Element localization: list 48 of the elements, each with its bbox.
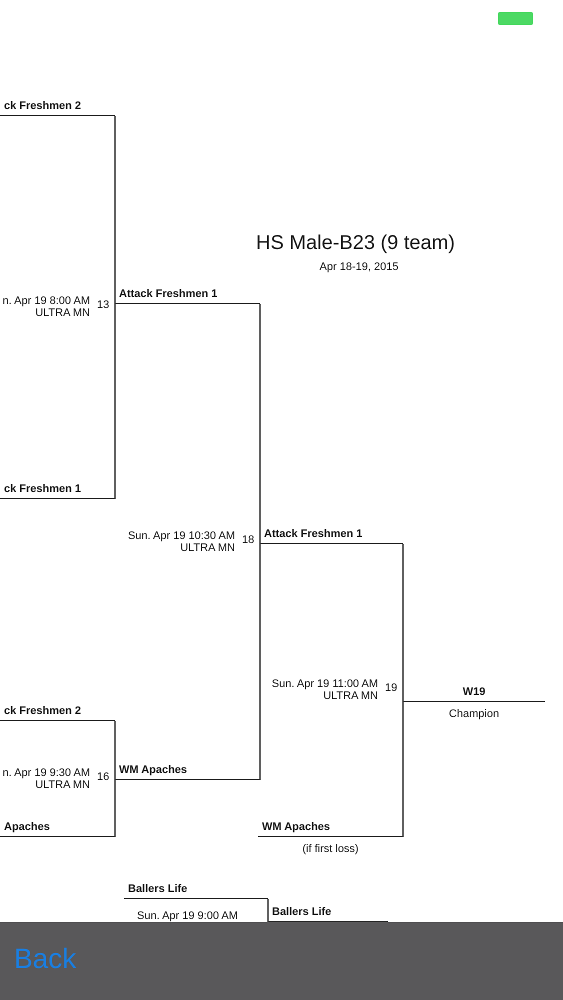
game-time: Sun. Apr 19 11:00 AM	[272, 678, 378, 690]
bracket-slot	[0, 100, 115, 116]
team-name: ck Freshmen 2	[4, 100, 82, 112]
game-number: 19	[385, 682, 398, 694]
slot-note: (if first loss)	[301, 843, 360, 855]
bracket-slot	[124, 883, 268, 899]
bracket-line	[402, 543, 404, 702]
game-number: 18	[242, 534, 254, 546]
bracket-slot	[115, 764, 260, 780]
team-name: Ballers Life	[128, 883, 188, 895]
bracket-line	[114, 720, 116, 780]
subtitle: Apr 18-19, 2015	[318, 261, 400, 273]
bracket-line	[259, 303, 261, 544]
game-number: 13	[97, 299, 110, 311]
game-time: Sun. Apr 19 9:00 AM	[137, 910, 238, 922]
bracket-slot	[0, 483, 115, 499]
team-name: WM Apaches	[119, 764, 188, 776]
bracket-line	[114, 780, 116, 838]
team-name: Attack Freshmen 1	[264, 528, 362, 540]
bracket-slot	[403, 686, 545, 702]
game-time: n. Apr 19 9:30 AM	[2, 767, 90, 779]
diagram-title: HS Male-B23 (9 team)	[256, 232, 455, 255]
bracket-line	[114, 304, 116, 500]
bracket-line	[259, 544, 261, 781]
game-number: 16	[97, 771, 110, 783]
team-name: Ballers Life	[272, 906, 332, 918]
back-button: Back	[14, 943, 76, 975]
venue: ULTRA MN	[35, 779, 90, 791]
game-time: Sun. Apr 19 10:30 AM	[128, 530, 235, 542]
bracket-line	[267, 898, 269, 922]
bracket-line	[402, 702, 404, 838]
team-name: WM Apaches	[262, 821, 330, 833]
bracket-slot	[258, 821, 403, 837]
game-time: n. Apr 19 8:00 AM	[2, 295, 90, 307]
team-name: Apaches	[4, 821, 50, 833]
bracket-line	[114, 115, 116, 304]
team-name: Attack Freshmen 1	[119, 288, 218, 300]
bracket-slot	[0, 821, 115, 837]
slot-note: Champion	[448, 708, 500, 720]
bracket-slot	[0, 705, 115, 721]
team-name: ck Freshmen 2	[4, 705, 82, 717]
bracket-slot	[260, 528, 403, 544]
venue: ULTRA MN	[180, 542, 235, 554]
venue: ULTRA MN	[35, 307, 90, 319]
team-name: W19	[462, 686, 486, 698]
bracket-slot	[115, 288, 260, 304]
team-name: ck Freshmen 1	[4, 483, 82, 495]
venue: ULTRA MN	[323, 690, 378, 702]
